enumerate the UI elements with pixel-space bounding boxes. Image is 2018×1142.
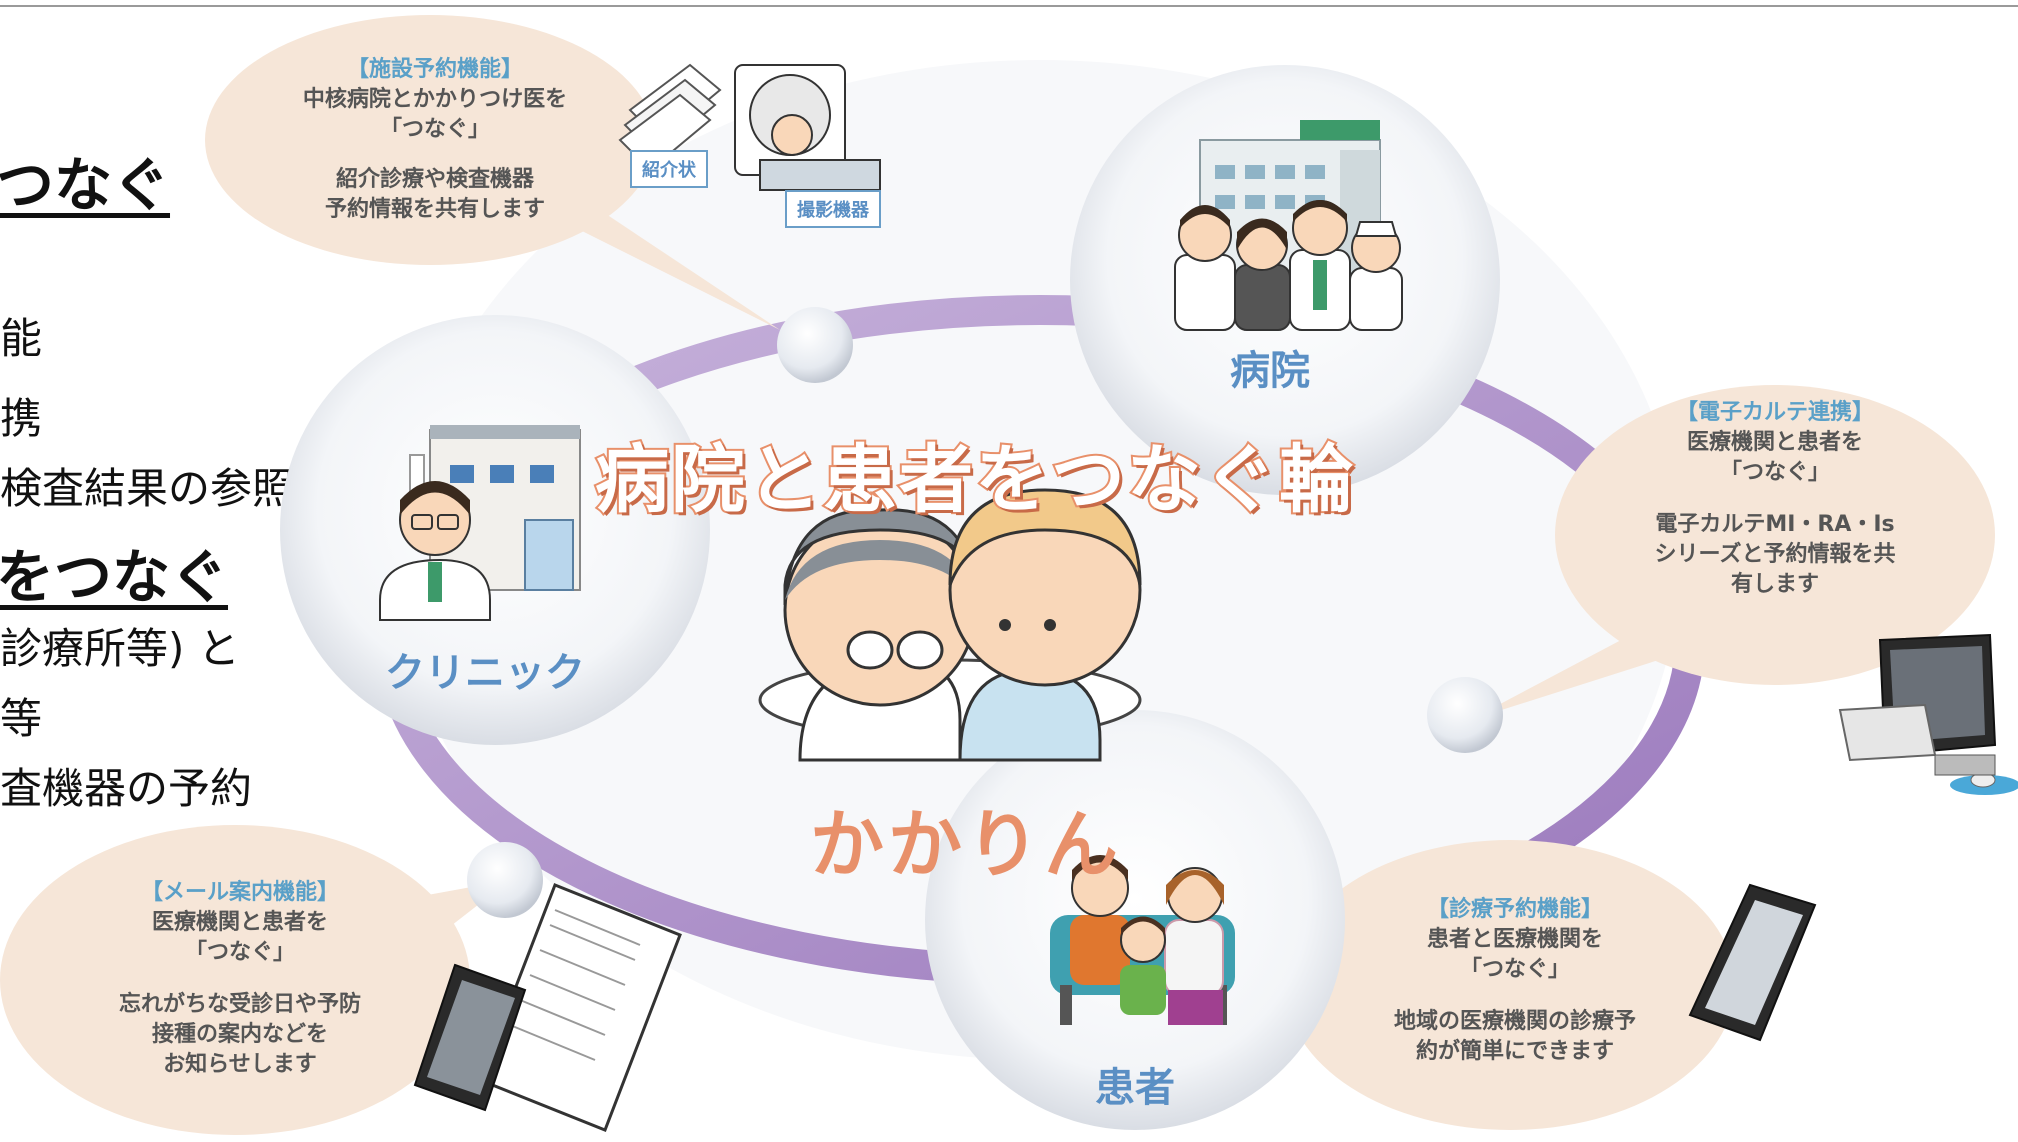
left-line-8: 査機器の予約 [0, 764, 253, 813]
bubble-ehr [1470, 385, 1995, 720]
bubble-ehr-line4: シリーズと予約情報を共 [1654, 542, 1896, 567]
left-heading-1: つなぐ [0, 151, 171, 219]
bubble-mail-text: 【メール案内機能】 医療機関と患者を 「つなぐ」 忘れがちな受診日や予防 接種の… [80, 878, 400, 1080]
ring-node-top [777, 307, 853, 383]
ring-node-right [1427, 677, 1503, 753]
patient-label: 患者 [1095, 1065, 1175, 1111]
left-heading-2: をつなぐ [0, 543, 229, 611]
center-title: 病院と患者をつなぐ輪 [593, 435, 1355, 525]
bubble-appointment-title: 【診療予約機能】 [1426, 897, 1603, 922]
bubble-mail-line2: 「つなぐ」 [184, 940, 295, 965]
bubble-mail-line3: 忘れがちな受診日や予防 [118, 992, 361, 1017]
left-line-6: 診療所等) と [0, 624, 240, 673]
central-characters-icon [758, 488, 1142, 762]
imaging-tag: 撮影機器 [785, 190, 881, 228]
left-line-7: 等 [0, 694, 43, 743]
brand-name: かかりん [810, 802, 1122, 888]
smartphone-right-icon [1688, 883, 1817, 1042]
left-line-4: 検査結果の参照) [0, 464, 311, 513]
bubble-facility-title: 【施設予約機能】 [346, 57, 523, 82]
bubble-mail-line5: お知らせします [163, 1052, 317, 1077]
ring-node-left [467, 842, 543, 918]
bubble-facility-line2: 「つなぐ」 [379, 117, 490, 142]
bubble-facility-line4: 予約情報を共有します [324, 197, 545, 222]
patient-family-icon [1050, 855, 1235, 1025]
bubble-appointment-line4: 約が簡単にできます [1415, 1039, 1614, 1064]
bubble-facility-line3: 紹介診療や検査機器 [335, 167, 534, 192]
imaging-machine-icon [734, 64, 881, 191]
smartphone-left-icon [413, 963, 527, 1112]
top-divider [0, 5, 2018, 7]
left-line-3: 携 [0, 394, 43, 443]
bubble-ehr-title: 【電子カルテ連携】 [1675, 400, 1874, 425]
bubble-facility-text: 【施設予約機能】 中核病院とかかりつけ医を 「つなぐ」 紹介診療や検査機器 予約… [270, 55, 600, 225]
bubble-ehr-line1: 医療機関と患者を [1686, 430, 1863, 455]
bubble-ehr-line2: 「つなぐ」 [1719, 460, 1830, 485]
bubble-facility [205, 15, 780, 330]
bubble-mail-line1: 医療機関と患者を [151, 910, 328, 935]
bubble-appointment-text: 【診療予約機能】 患者と医療機関を 「つなぐ」 地域の医療機関の診療予 約が簡単… [1355, 895, 1675, 1067]
bubble-appointment-line2: 「つなぐ」 [1459, 957, 1570, 982]
bubble-mail-title: 【メール案内機能】 [140, 880, 339, 905]
bubble-appointment-line3: 地域の医療機関の診療予 [1393, 1009, 1636, 1034]
bubble-facility-line1: 中核病院とかかりつけ医を [302, 87, 568, 112]
bubble-ehr-text: 【電子カルテ連携】 医療機関と患者を 「つなぐ」 電子カルテMI・RA・Is シ… [1615, 398, 1935, 600]
bubble-ehr-line5: 有します [1730, 572, 1819, 597]
desktop-computer-icon [1838, 633, 2018, 795]
clinic-doctor-icon [379, 481, 491, 621]
hospital-staff-icon [1174, 200, 1403, 331]
hospital-label: 病院 [1230, 348, 1310, 394]
bubble-mail-line4: 接種の案内などを [151, 1022, 328, 1047]
referral-tag: 紹介状 [630, 150, 708, 188]
clinic-label: クリニック [385, 650, 585, 696]
bubble-ehr-line3: 電子カルテMI・RA・Is [1655, 512, 1895, 537]
bubble-appointment-line1: 患者と医療機関を [1426, 927, 1603, 952]
left-line-2: 能 [0, 314, 43, 363]
